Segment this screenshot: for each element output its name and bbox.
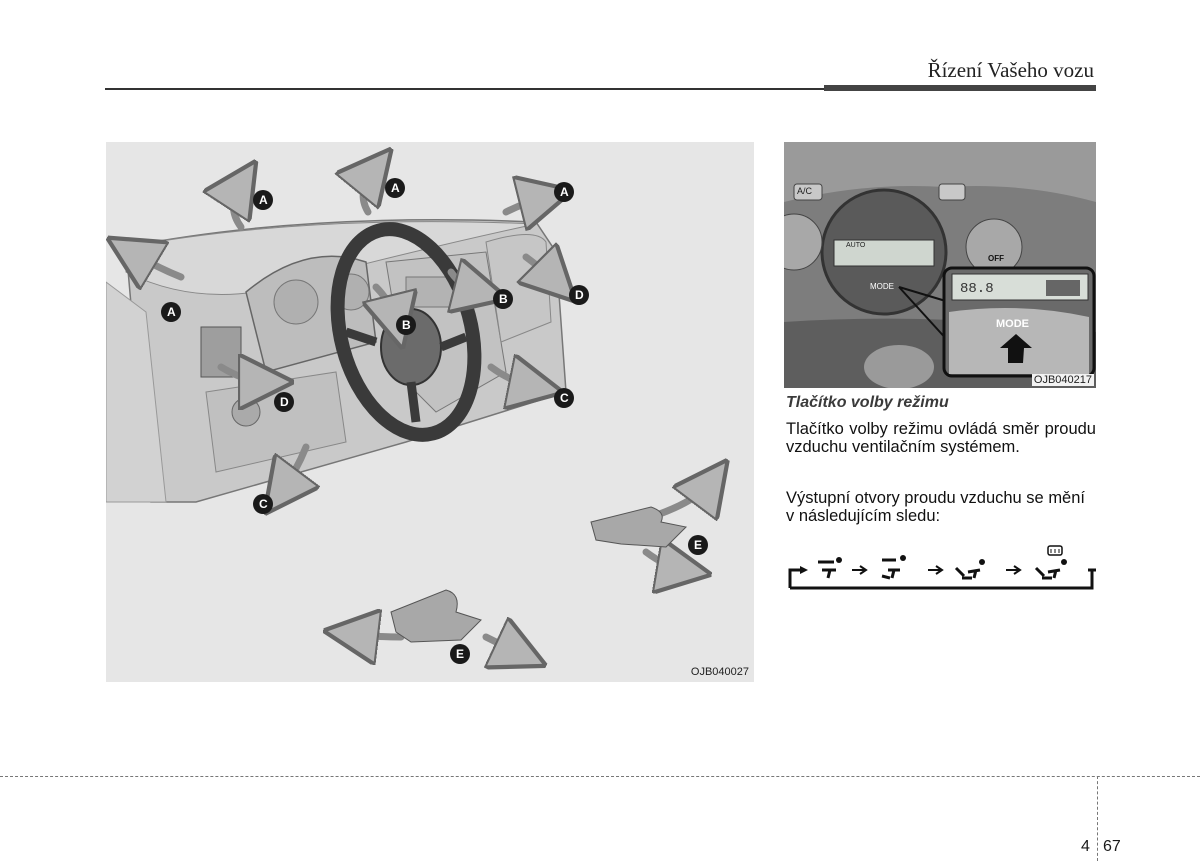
paragraph-description: Tlačítko volby režimu ovládá směr proudu… bbox=[786, 420, 1096, 456]
footer-divider bbox=[1097, 776, 1098, 861]
figure-caption: Tlačítko volby režimu bbox=[786, 394, 949, 411]
face-vent-icon bbox=[818, 557, 842, 579]
mode-label-small: MODE bbox=[870, 282, 894, 291]
page-number: 67 bbox=[1103, 838, 1121, 855]
auto-label: AUTO bbox=[846, 242, 866, 249]
label-b-2: B bbox=[499, 292, 508, 306]
off-label: OFF bbox=[988, 254, 1004, 263]
label-a-1: A bbox=[259, 193, 268, 207]
label-e-1: E bbox=[694, 538, 703, 552]
label-c-1: C bbox=[560, 391, 569, 405]
label-c-2: C bbox=[259, 497, 268, 511]
mode-sequence-drawing bbox=[788, 545, 1096, 590]
footer-rule bbox=[0, 776, 1200, 777]
ac-button-label: A/C bbox=[797, 186, 813, 196]
figure-code: OJB040027 bbox=[690, 666, 749, 678]
header-rule bbox=[105, 88, 827, 90]
section-number: 4 bbox=[1081, 838, 1090, 855]
bi-level-icon bbox=[881, 555, 906, 580]
mode-panel-photo: 88.8 A/C AUTO MODE OFF MODE OJB040217 bbox=[784, 142, 1096, 388]
mode-sequence-diagram bbox=[786, 540, 1098, 601]
floor-icon bbox=[954, 559, 985, 580]
mode-label-zoom: MODE bbox=[996, 318, 1029, 330]
paragraph-sequence-intro: Výstupní otvory proudu vzduchu se mění v… bbox=[786, 489, 1085, 525]
header-title: Řízení Vašeho vozu bbox=[927, 58, 1094, 82]
mode-panel-drawing: 88.8 bbox=[784, 142, 1096, 388]
dashboard-vent-illustration: A A A A B B D D C C E E OJB040027 bbox=[106, 142, 754, 682]
label-a-4: A bbox=[167, 305, 176, 319]
header-rule-accent bbox=[824, 85, 1096, 91]
svg-text:88.8: 88.8 bbox=[960, 281, 994, 297]
label-b-1: B bbox=[402, 318, 411, 332]
figure-code: OJB040217 bbox=[1031, 374, 1094, 386]
label-d-2: D bbox=[280, 395, 289, 409]
label-a-2: A bbox=[391, 181, 400, 195]
label-e-2: E bbox=[456, 647, 465, 661]
label-a-3: A bbox=[560, 185, 569, 199]
dashboard-drawing bbox=[106, 142, 754, 682]
vent-label-markers bbox=[161, 178, 708, 664]
label-d-1: D bbox=[575, 288, 584, 302]
floor-defrost-icon bbox=[1034, 545, 1067, 580]
